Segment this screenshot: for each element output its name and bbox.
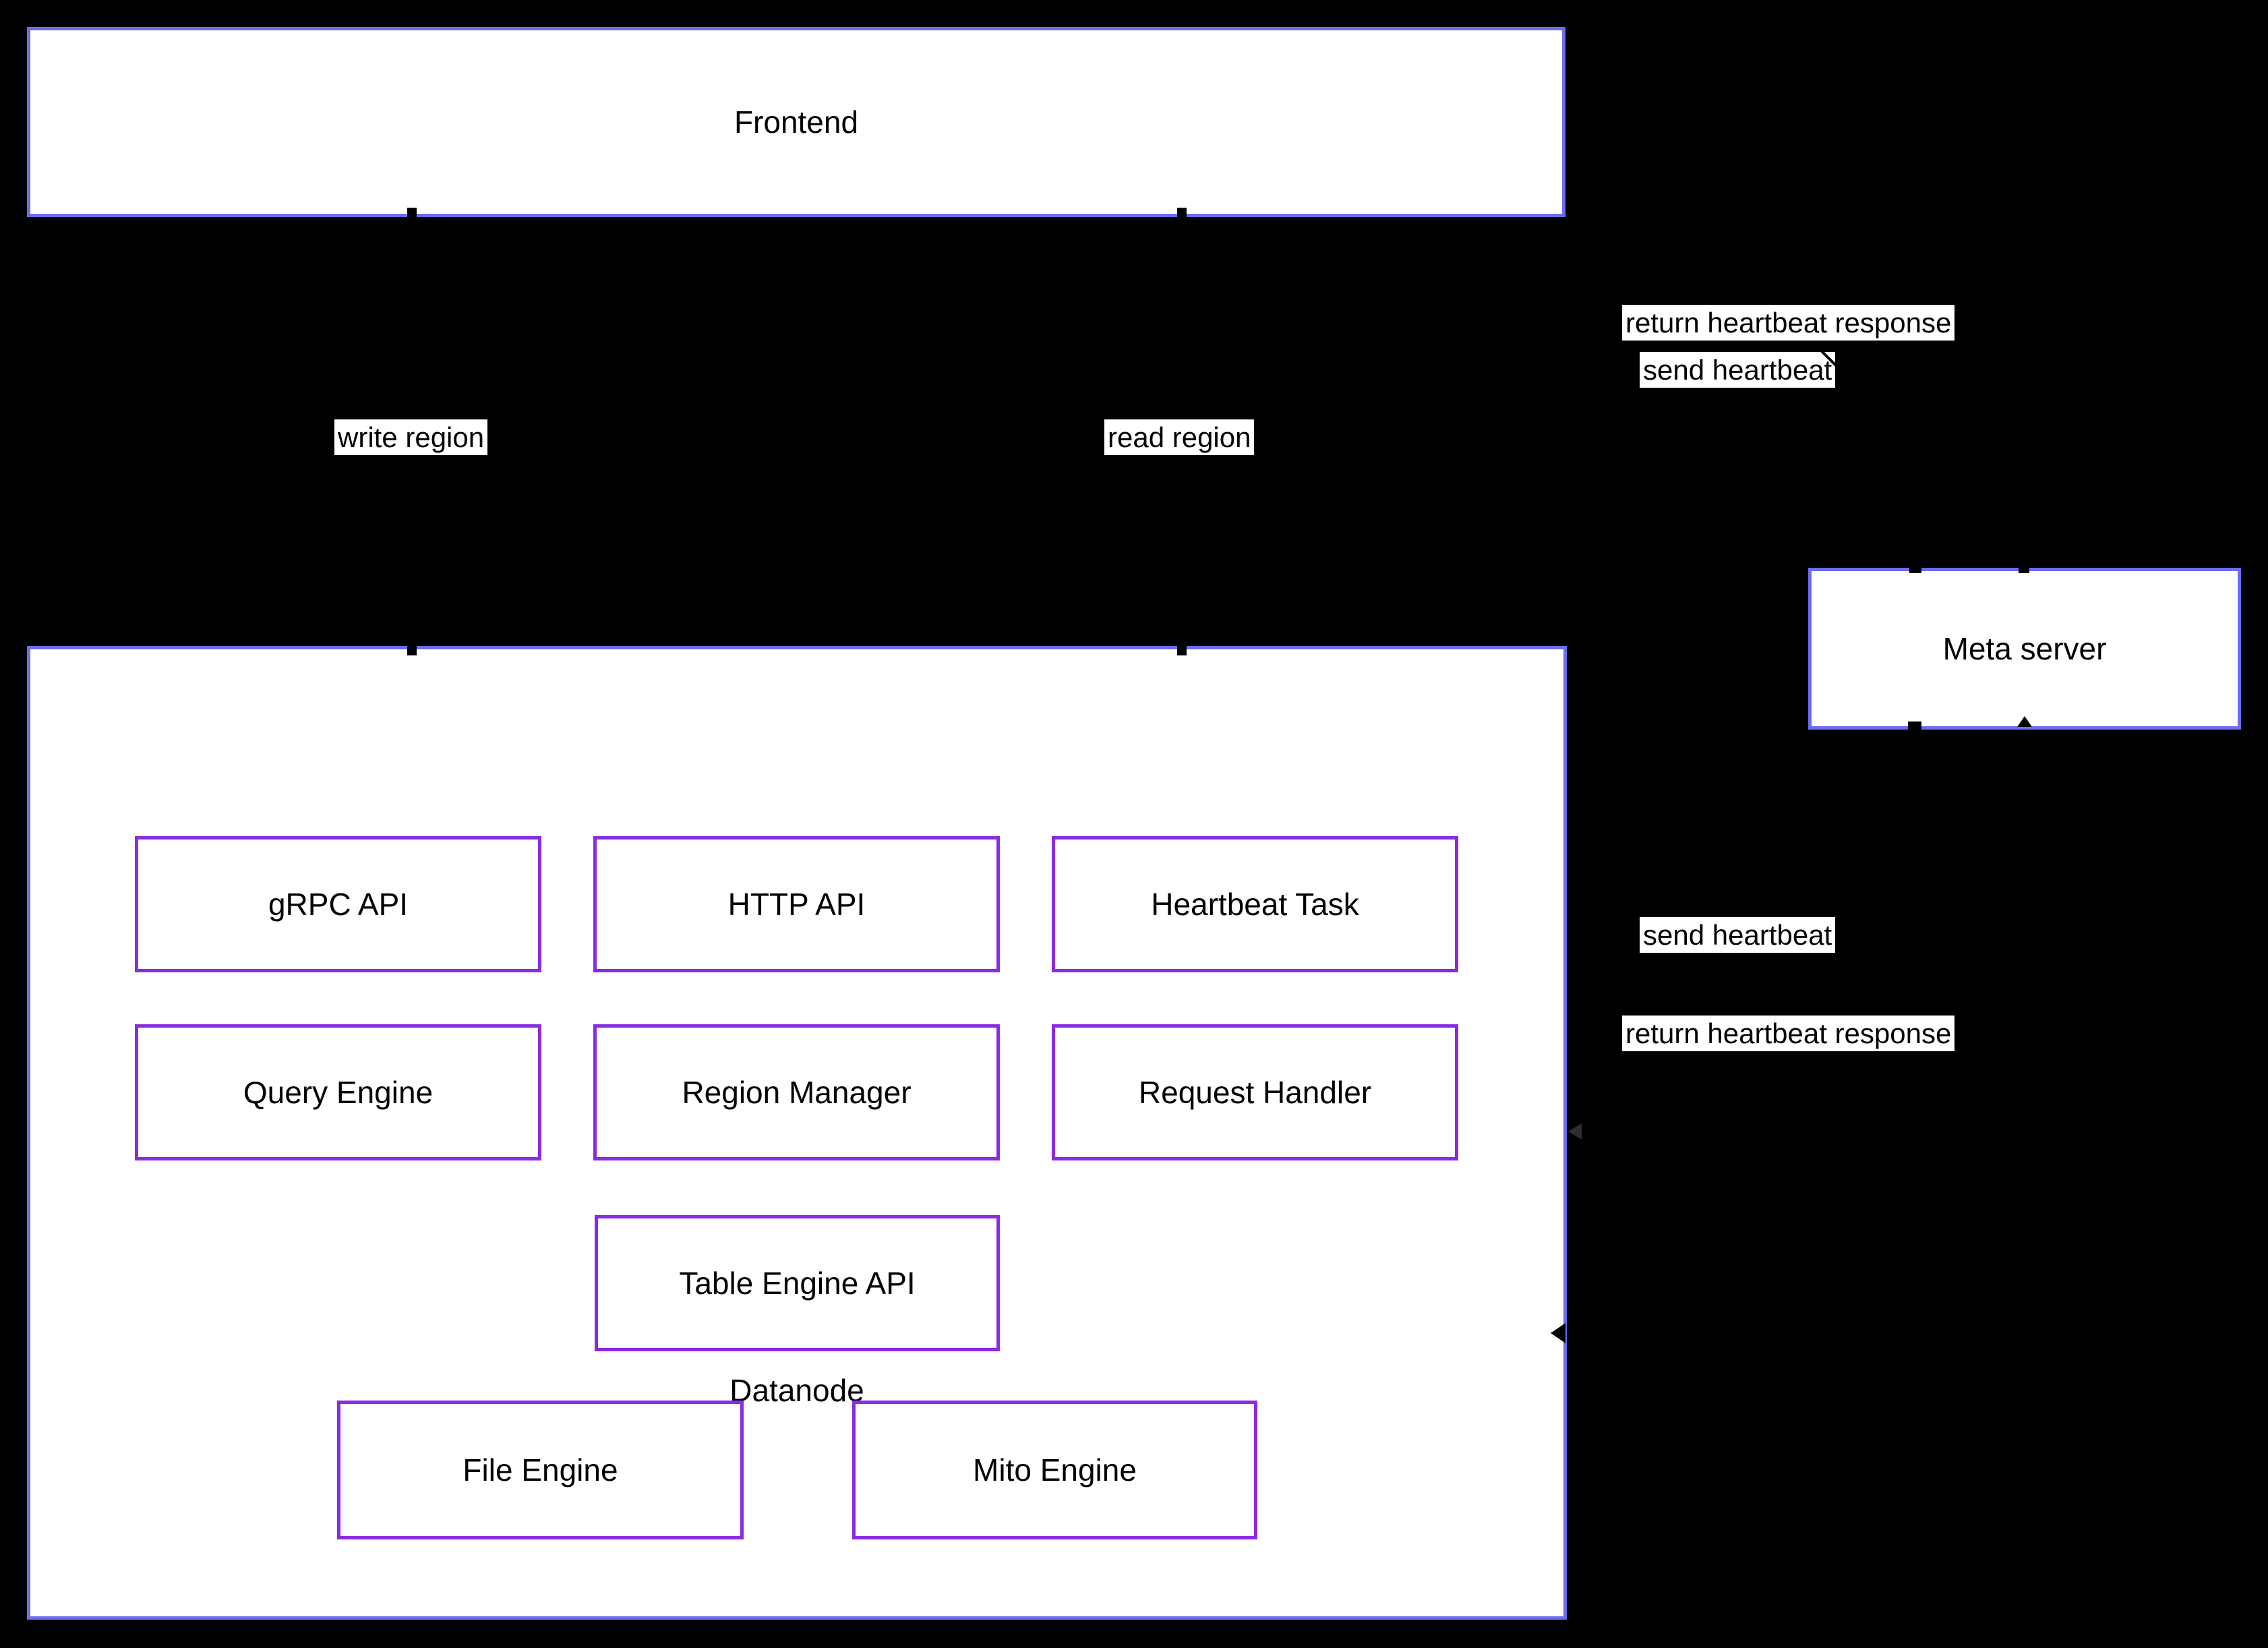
- mito-engine-label: Mito Engine: [973, 1452, 1137, 1488]
- connector-notch-datanode-write: [407, 643, 417, 655]
- table-engine-api-label: Table Engine API: [679, 1266, 916, 1301]
- request-handler-label: Request Handler: [1138, 1075, 1372, 1110]
- query-engine-label: Query Engine: [243, 1075, 434, 1110]
- heartbeat-task-box: Heartbeat Task: [1052, 836, 1458, 972]
- meta-server-box: Meta server: [1808, 568, 2241, 730]
- arrowhead-into-meta-bottom-icon: [2017, 716, 2032, 727]
- edge-label-read-region: read region: [1104, 419, 1255, 455]
- edge-label-return-heartbeat-response-top: return heartbeat response: [1622, 305, 1955, 341]
- datanode-title: Datanode: [729, 1373, 864, 1408]
- grpc-api-box: gRPC API: [135, 836, 541, 972]
- query-engine-box: Query Engine: [135, 1024, 541, 1160]
- arrowhead-at-datanode-border-icon: [1568, 1123, 1582, 1140]
- region-manager-label: Region Manager: [682, 1075, 912, 1110]
- arrowhead-into-datanode-icon: [1551, 1323, 1565, 1343]
- connector-notch-meta-top-right: [2019, 564, 2029, 573]
- frontend-box: Frontend: [27, 27, 1565, 217]
- edge-label-send-heartbeat-top: send heartbeat: [1640, 352, 1836, 388]
- table-engine-api-box: Table Engine API: [595, 1215, 1000, 1351]
- meta-server-title: Meta server: [1942, 631, 2107, 666]
- heartbeat-task-label: Heartbeat Task: [1151, 887, 1359, 922]
- mito-engine-box: Mito Engine: [852, 1401, 1257, 1539]
- region-manager-box: Region Manager: [593, 1024, 1000, 1160]
- request-handler-box: Request Handler: [1052, 1024, 1458, 1160]
- edge-label-return-heartbeat-response-middle: return heartbeat response: [1622, 1016, 1955, 1051]
- edge-label-send-heartbeat-middle: send heartbeat: [1640, 917, 1836, 953]
- edge-label-write-region: write region: [334, 419, 488, 455]
- http-api-label: HTTP API: [727, 887, 866, 922]
- connector-notch-meta-bottom-left: [1908, 722, 1921, 731]
- connector-notch-frontend-write: [407, 208, 417, 220]
- connector-notch-datanode-read: [1177, 643, 1187, 655]
- connector-notch-frontend-read: [1177, 208, 1187, 220]
- file-engine-box: File Engine: [337, 1401, 744, 1539]
- datanode-box: Datanode gRPC API HTTP API Heartbeat Tas…: [27, 646, 1567, 1620]
- file-engine-label: File Engine: [462, 1452, 618, 1488]
- http-api-box: HTTP API: [593, 836, 1000, 972]
- frontend-title: Frontend: [734, 105, 859, 140]
- connector-notch-meta-top-left: [1909, 565, 1921, 573]
- grpc-api-label: gRPC API: [268, 887, 409, 922]
